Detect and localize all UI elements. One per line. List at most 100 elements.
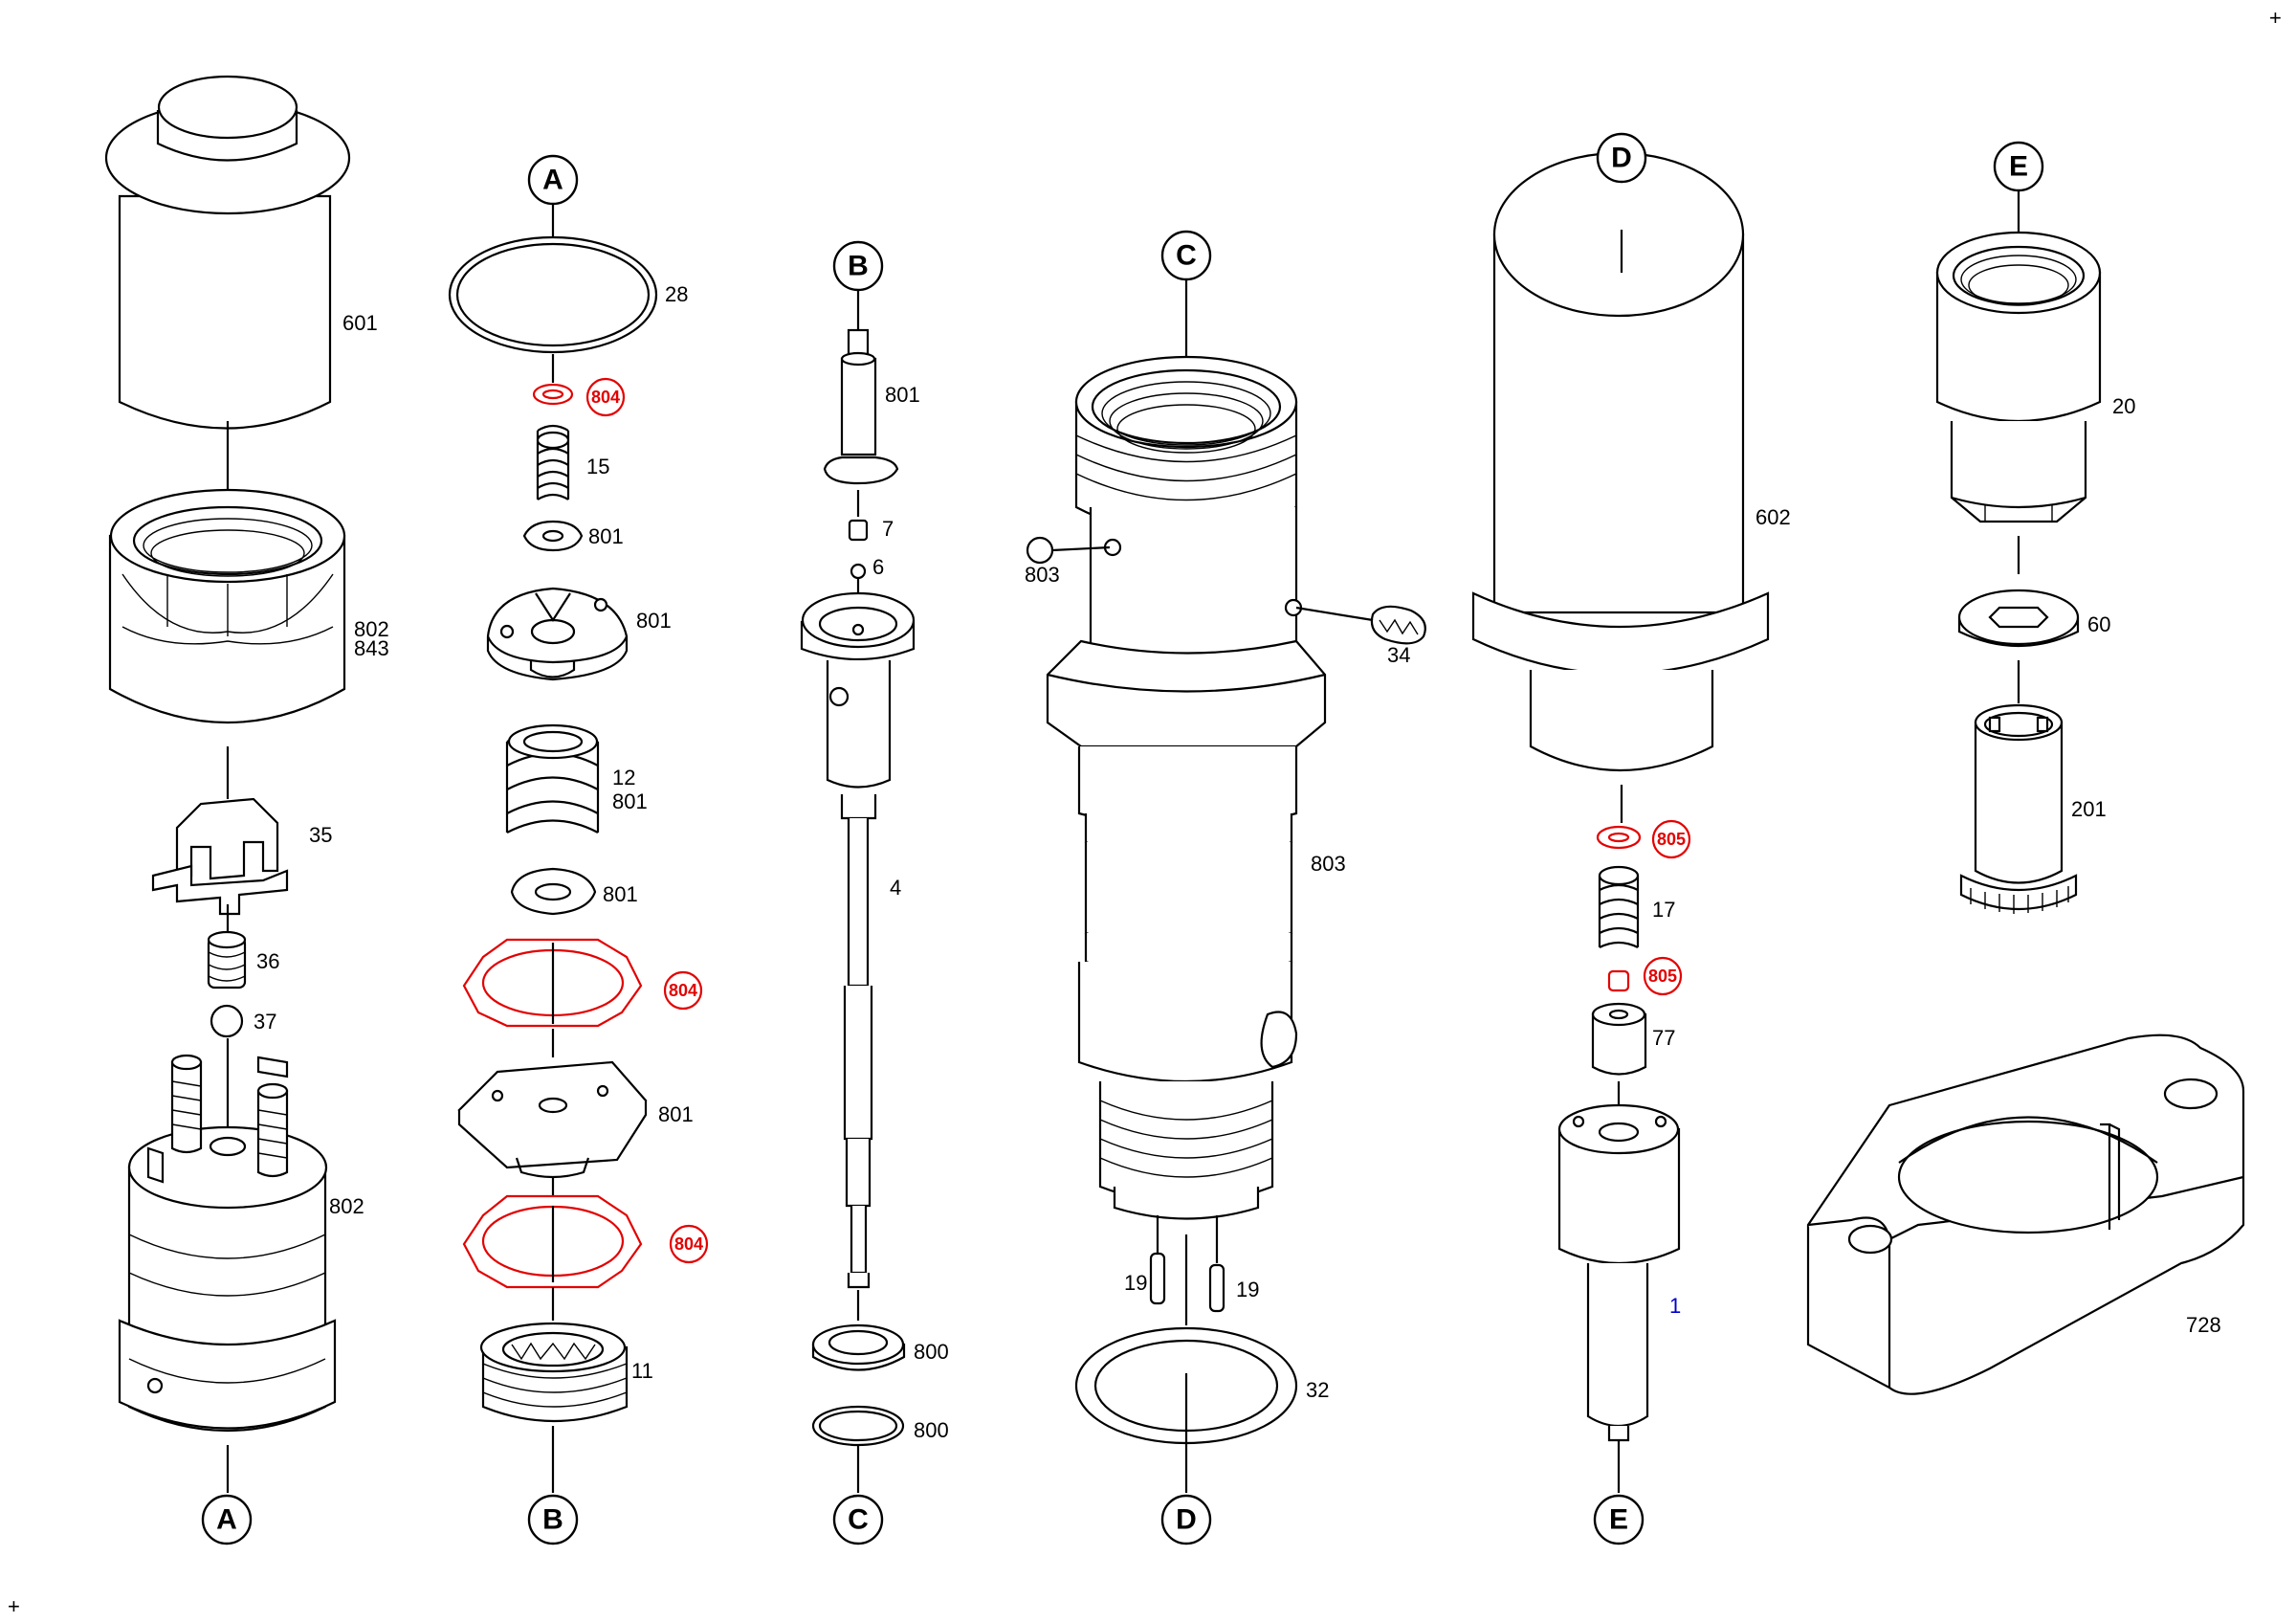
svg-text:805: 805	[1648, 967, 1677, 986]
svg-text:805: 805	[1657, 830, 1686, 849]
svg-text:C: C	[1176, 240, 1197, 272]
svg-text:804: 804	[591, 388, 620, 407]
part-19-pin-1	[1149, 1252, 1166, 1305]
connector-D-bottom: D	[1160, 1494, 1212, 1545]
part-801-plate	[457, 1060, 648, 1179]
part-1-nozzle	[1557, 1103, 1681, 1442]
label-601: 601	[342, 311, 378, 335]
connector-A-bottom: A	[201, 1494, 253, 1545]
part-6-ball	[850, 563, 867, 580]
part-805-piece	[1607, 969, 1630, 992]
badge-804-b: 804	[663, 970, 703, 1011]
label-36: 36	[256, 949, 279, 973]
label-35: 35	[309, 823, 332, 847]
label-20: 20	[2112, 394, 2135, 418]
svg-text:B: B	[848, 251, 869, 282]
svg-text:D: D	[1611, 143, 1632, 174]
label-15: 15	[586, 455, 609, 478]
badge-805-b: 805	[1643, 956, 1683, 996]
badge-804-c: 804	[669, 1224, 709, 1264]
part-34-screw	[1370, 605, 1426, 645]
label-7: 7	[882, 517, 894, 541]
part-12-spring	[505, 723, 600, 834]
part-802-nut	[108, 488, 346, 723]
part-801-valve-plate	[486, 587, 629, 681]
part-602-sleeve	[1471, 151, 1770, 771]
part-803-plug	[1026, 536, 1054, 565]
label-17: 17	[1652, 898, 1675, 922]
label-803-b: 803	[1311, 852, 1346, 876]
part-801-armature	[823, 328, 899, 485]
connector-A-top: A	[527, 154, 579, 206]
part-728-clamp	[1806, 1034, 2245, 1395]
svg-text:E: E	[1609, 1504, 1628, 1536]
part-35-clip	[151, 797, 289, 916]
corner-mark-bottom-left: +	[8, 1594, 20, 1618]
label-843: 843	[354, 636, 389, 660]
label-803-a: 803	[1025, 563, 1060, 587]
label-4: 4	[890, 876, 901, 900]
part-804-shim-small	[532, 383, 574, 406]
label-37: 37	[254, 1010, 276, 1034]
part-803-injector-body	[1046, 355, 1327, 1220]
connector-E-top: E	[1993, 141, 2044, 192]
svg-text:A: A	[216, 1504, 237, 1536]
part-801-cwasher	[522, 520, 584, 552]
part-28-o-ring	[448, 235, 658, 354]
label-77: 77	[1652, 1026, 1675, 1050]
part-60-washer	[1957, 589, 2080, 648]
label-802-b: 802	[329, 1194, 364, 1218]
label-60: 60	[2087, 612, 2110, 636]
svg-text:D: D	[1176, 1504, 1197, 1536]
label-201: 201	[2071, 797, 2107, 821]
label-801-e: 801	[658, 1102, 694, 1126]
part-20-nut	[1935, 231, 2102, 523]
label-11: 11	[631, 1359, 653, 1383]
part-805-shim	[1596, 825, 1642, 850]
svg-text:B: B	[542, 1504, 563, 1536]
part-77-sleeve	[1591, 1002, 1647, 1076]
part-4-valve-rod	[800, 591, 916, 1289]
label-728: 728	[2186, 1313, 2221, 1337]
label-801-c: 801	[612, 789, 648, 813]
part-36-spring-piece	[207, 930, 247, 989]
part-601-cap	[104, 75, 351, 430]
svg-text:804: 804	[674, 1234, 703, 1254]
svg-text:A: A	[542, 165, 563, 196]
label-801-a: 801	[588, 524, 624, 548]
badge-805-a: 805	[1651, 819, 1691, 859]
label-12: 12	[612, 766, 635, 789]
label-800-b: 800	[914, 1418, 949, 1442]
label-32: 32	[1306, 1378, 1329, 1402]
label-28: 28	[665, 282, 688, 306]
connector-B-top: B	[832, 240, 884, 292]
label-801-b: 801	[636, 609, 672, 633]
label-6: 6	[872, 555, 884, 579]
label-34: 34	[1387, 643, 1410, 667]
corner-mark-top-right: +	[2269, 6, 2282, 30]
label-19-a: 19	[1124, 1271, 1147, 1295]
part-11-sleeve	[479, 1322, 629, 1423]
label-802-a: 802	[354, 617, 389, 641]
svg-text:804: 804	[669, 981, 697, 1000]
connector-D-top: D	[1596, 132, 1647, 184]
connector-C-top: C	[1160, 230, 1212, 281]
label-602: 602	[1755, 505, 1791, 529]
label-1: 1	[1669, 1294, 1681, 1318]
part-201-sleeve	[1959, 703, 2078, 914]
part-802-solenoid	[118, 1054, 337, 1432]
part-800-ring-1	[811, 1323, 906, 1371]
part-19-pin-2	[1208, 1263, 1225, 1313]
part-17-spring	[1598, 865, 1640, 948]
part-800-ring-2	[811, 1405, 905, 1447]
part-7-small-sleeve	[848, 519, 869, 542]
label-800-a: 800	[914, 1340, 949, 1364]
connector-C-bottom: C	[832, 1494, 884, 1545]
connector-E-bottom: E	[1593, 1494, 1645, 1545]
connector-B-bottom: B	[527, 1494, 579, 1545]
part-37-ball	[210, 1004, 244, 1038]
part-15-spring	[536, 424, 570, 500]
part-801-cwasher-2	[510, 867, 597, 916]
label-19-b: 19	[1236, 1278, 1259, 1301]
